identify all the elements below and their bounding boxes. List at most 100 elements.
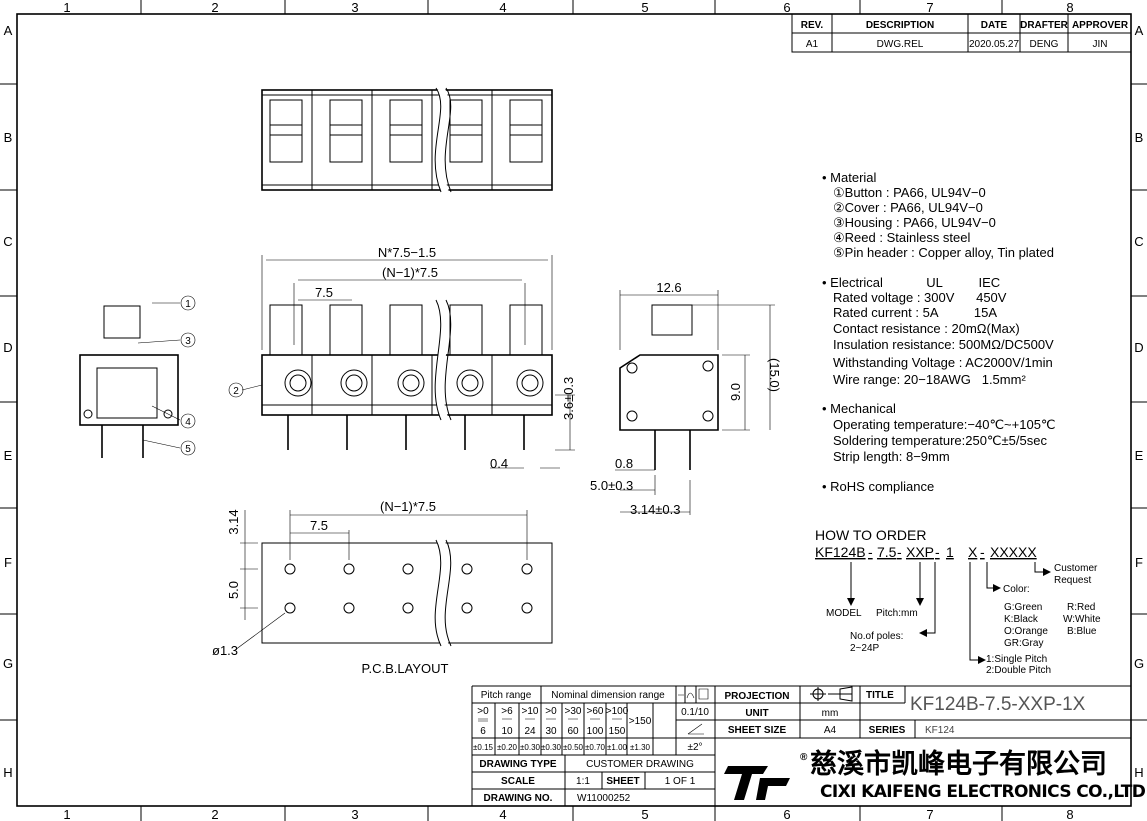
col-label: 4 (499, 807, 506, 821)
spec-material: • Material ①Button : PA66, UL94V−0 ②Cove… (822, 170, 1054, 260)
order-code-sep: - (935, 544, 940, 560)
pcb-dim-edge: 3.14 (226, 509, 241, 534)
rev-cell: 2020.05.27 (969, 39, 1019, 50)
col-label: 3 (351, 807, 358, 821)
tol-value: ±1.30 (630, 743, 651, 752)
order-color: K:Black (1004, 614, 1039, 625)
order-pitch-label: Pitch:mm (876, 608, 918, 619)
drawing-no-value: W11000252 (577, 793, 631, 804)
top-view (261, 85, 553, 194)
rev-header: DATE (981, 20, 1008, 31)
front-view (261, 255, 575, 469)
sheet-value: 1 OF 1 (665, 776, 696, 787)
spec-line: ②Cover : PA66, UL94V−0 (833, 200, 983, 215)
order-code-model: KF124B (815, 544, 866, 560)
order-customer: Customer (1054, 563, 1098, 574)
col-label: 1 (63, 807, 70, 821)
col-label: 6 (783, 0, 790, 15)
row-label: F (4, 555, 12, 570)
spec-line: ⑤Pin header : Copper alloy, Tin plated (833, 245, 1054, 260)
spec-line: Rated voltage : 300V 450V (833, 290, 1007, 305)
pcb-layout-view (234, 510, 553, 651)
order-color: R:Red (1067, 602, 1095, 613)
row-label: E (1135, 448, 1144, 463)
order-color-title: Color: (1003, 584, 1030, 595)
projection-label: PROJECTION (724, 691, 789, 702)
dim-total-height: (15.0) (767, 358, 782, 392)
callout-5: 5 (185, 444, 191, 455)
tolerance-table: Pitch range Nominal dimension range >0 6… (471, 685, 1131, 807)
row-label: A (4, 23, 13, 38)
spec-line: Wire range: 20−18AWG 1.5mm² (833, 372, 1026, 387)
spec-line: Withstanding Voltage : AC2000V/1min (833, 355, 1053, 370)
dim-pin-offset: 5.0±0.3 (590, 478, 633, 493)
col-label: 3 (351, 0, 358, 15)
tol-range-low: >30 (565, 706, 582, 717)
pcb-hole-dia: ø1.3 (212, 643, 238, 658)
row-label: G (3, 656, 13, 671)
tol-range-gt150: >150 (629, 716, 652, 727)
row-label: H (3, 765, 12, 780)
tol-range-high: 60 (567, 726, 579, 737)
order-color: W:White (1063, 614, 1101, 625)
order-title: HOW TO ORDER (815, 527, 927, 543)
side-view-right (615, 290, 775, 515)
order-customer: Request (1054, 575, 1091, 586)
col-label: 4 (499, 0, 506, 15)
row-label: B (4, 130, 13, 145)
tol-range-low: >0 (545, 706, 557, 717)
drawing-type-label: DRAWING TYPE (479, 759, 557, 770)
spec-line: • Material (822, 170, 877, 185)
dim-body-height: 9.0 (728, 383, 743, 401)
tol-range-low: >6 (501, 706, 513, 717)
order-color: B:Blue (1067, 626, 1097, 637)
tol-range-high: 100 (587, 726, 604, 737)
rev-header: REV. (801, 20, 824, 31)
spec-electrical: • Electrical UL IEC Rated voltage : 300V… (822, 275, 1054, 387)
order-code-sep: - (868, 544, 873, 560)
tol-value: ±0.30 (541, 743, 562, 752)
dim-overall-width: N*7.5−1.5 (378, 245, 436, 260)
grid-row-labels-left: A B C D E F G H (3, 23, 13, 780)
rev-cell: JIN (1093, 39, 1108, 50)
tol-range-low: >10 (522, 706, 539, 717)
pcb-dim-pitch: 7.5 (310, 518, 328, 533)
callout-4: 4 (185, 417, 191, 428)
order-color: G:Green (1004, 602, 1042, 613)
col-label: 8 (1066, 0, 1073, 15)
order-model-label: MODEL (826, 608, 862, 619)
grid-col-labels-top: 1 2 3 4 5 6 7 8 (63, 0, 1073, 15)
tol-value: ±0.30 (520, 743, 541, 752)
tol-flatness: 0.1/10 (681, 707, 709, 718)
tol-range-high: 24 (524, 726, 536, 737)
tol-value: ±0.70 (585, 743, 606, 752)
drawing-type-value: CUSTOMER DRAWING (586, 759, 694, 770)
dim-body-width: 12.6 (656, 280, 681, 295)
order-code-sep: - (980, 544, 985, 560)
col-label: 6 (783, 807, 790, 821)
revision-table: REV. DESCRIPTION DATE DRAFTER APPROVER A… (791, 14, 1131, 53)
order-code-pitch-type: 1 (946, 544, 954, 560)
rev-cell: DENG (1030, 39, 1059, 50)
spec-line: Strip length: 8−9mm (833, 449, 950, 464)
dim-pin-width-side: 0.8 (615, 456, 633, 471)
company-name-en: CIXI KAIFENG ELECTRONICS CO.,LTD (820, 782, 1146, 802)
spec-line: Soldering temperature:250℃±5/5sec (833, 433, 1047, 448)
company-name-cn: 慈溪市凯峰电子有限公司 (810, 748, 1107, 780)
tol-nominal-range: Nominal dimension range (551, 690, 665, 701)
tol-range-high: 30 (545, 726, 557, 737)
order-code-poles: XXP (906, 544, 934, 560)
order-color: GR:Gray (1004, 638, 1043, 649)
dim-span: (N−1)*7.5 (382, 265, 438, 280)
spec-rohs: • RoHS compliance (822, 479, 934, 494)
sheet-size-value: A4 (824, 725, 837, 736)
sheet-size-label: SHEET SIZE (728, 725, 787, 736)
spec-line: ③Housing : PA66, UL94V−0 (833, 215, 996, 230)
drawing-title: KF124B-7.5-XXP-1X (910, 694, 1086, 715)
order-pitch-type-2: 2:Double Pitch (986, 665, 1051, 676)
dim-pin-offset-2: 3.14±0.3 (630, 502, 681, 517)
series-value: KF124 (925, 725, 955, 736)
row-label: H (1134, 765, 1143, 780)
row-label: A (1135, 23, 1144, 38)
